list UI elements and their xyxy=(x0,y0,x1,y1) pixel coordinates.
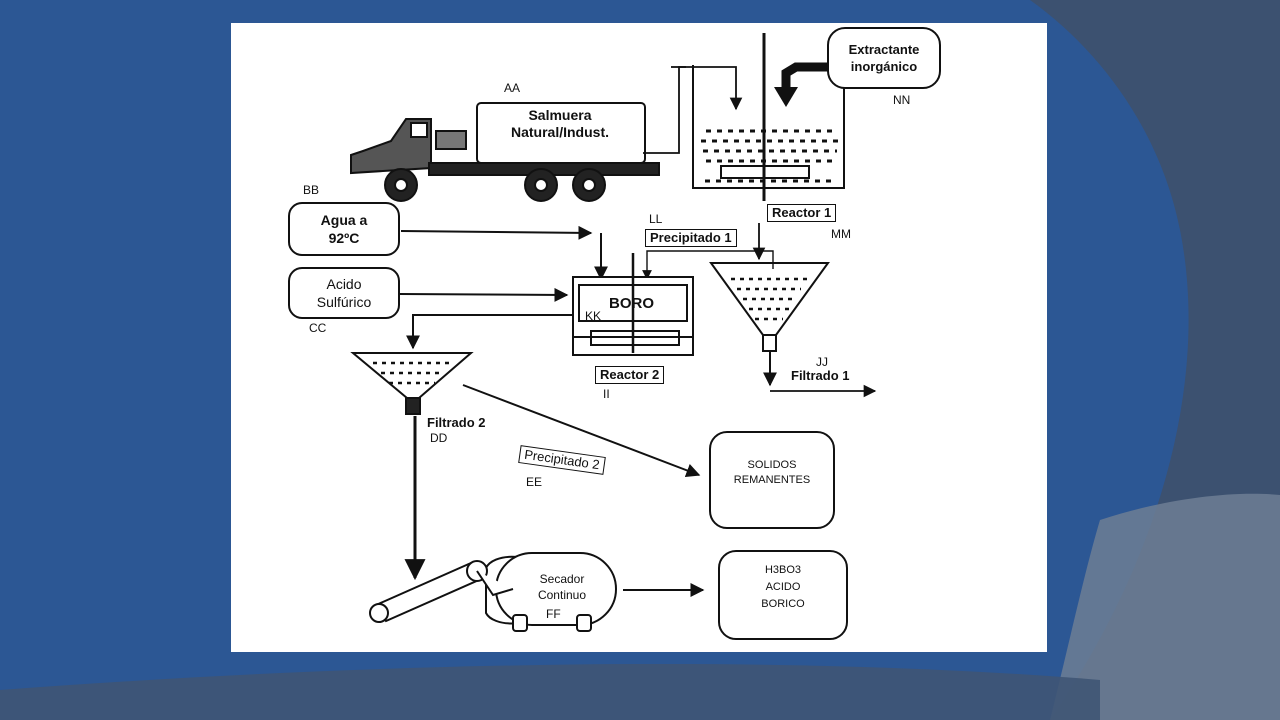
boro-label: BORO xyxy=(609,295,654,312)
boric-acid-box: H3BO3 ACIDO BORICO xyxy=(718,550,848,640)
precipitate-1-label: Precipitado 1 xyxy=(645,229,737,247)
solids-line1: SOLIDOS xyxy=(747,459,797,471)
extractant-line2: inorgánico xyxy=(850,59,918,74)
dryer-label: Secador Continuo xyxy=(527,571,597,603)
brine-feed-arrow xyxy=(643,66,743,154)
code-ee: EE xyxy=(526,475,543,489)
code-dd: DD xyxy=(430,431,448,445)
filter-2-funnel xyxy=(350,352,474,415)
diagram-image: AA BB CC DD EE FF GG HH II JJ KK LL MM N… xyxy=(231,23,1047,652)
product-line1: H3BO3 xyxy=(764,563,802,576)
reactor-2-label: Reactor 2 xyxy=(595,366,665,384)
reactor-1-tank xyxy=(692,33,845,201)
acid-line1: Acido xyxy=(326,276,362,292)
solids-line2: REMANENTES xyxy=(733,474,811,486)
extractant-line1: Extractante xyxy=(848,42,920,57)
dryer-icon xyxy=(369,552,617,632)
code-bb: BB xyxy=(303,183,320,197)
water-line2: 92ºC xyxy=(328,230,360,246)
code-jj: JJ xyxy=(816,355,828,369)
water-line1: Agua a xyxy=(320,212,368,228)
brine-tank-line2: Natural/Indust. xyxy=(510,124,609,140)
remaining-solids-box: SOLIDOS REMANENTES xyxy=(709,431,835,529)
filtrate-1-label: Filtrado 1 xyxy=(791,368,850,383)
acid-line2: Sulfúrico xyxy=(316,294,372,310)
brine-tank-line1: Salmuera xyxy=(528,107,592,123)
code-nn: NN xyxy=(893,93,911,107)
brine-tank-label: Salmuera Natural/Indust. xyxy=(501,107,619,141)
sulfuric-acid-box: Acido Sulfúrico xyxy=(288,267,400,319)
code-aa: AA xyxy=(504,81,521,95)
product-line2: ACIDO xyxy=(765,580,801,593)
filter-1-funnel xyxy=(709,262,830,352)
truck-icon xyxy=(350,102,660,202)
code-mm: MM xyxy=(831,227,851,241)
code-kk: KK xyxy=(585,309,602,323)
code-ii: II xyxy=(603,387,610,401)
extractant-arrow xyxy=(781,62,829,91)
code-ff: FF xyxy=(546,607,561,621)
extractant-box: Extractante inorgánico xyxy=(827,27,941,89)
filtrate-2-label: Filtrado 2 xyxy=(427,415,486,430)
dryer-line1: Secador xyxy=(539,572,585,586)
water-box: Agua a 92ºC xyxy=(288,202,400,256)
dryer-line2: Continuo xyxy=(537,588,587,602)
product-line3: BORICO xyxy=(761,597,805,610)
process-flow-lines xyxy=(350,33,877,632)
code-ll: LL xyxy=(649,212,663,226)
code-cc: CC xyxy=(309,321,327,335)
reactor-1-label: Reactor 1 xyxy=(767,204,837,222)
